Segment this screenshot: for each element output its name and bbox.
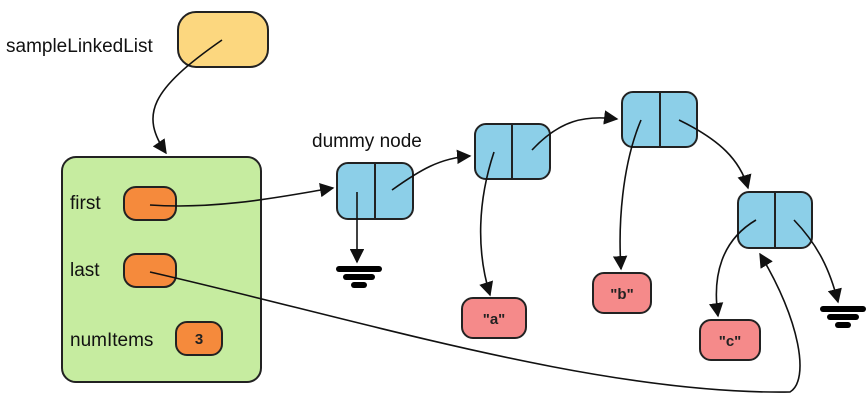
last-pointer-arrow (149, 252, 801, 393)
value-c-box (699, 319, 761, 361)
dummy-node-label: dummy node (312, 131, 422, 152)
node-b-next-arrow (678, 119, 752, 190)
value-b-box (592, 272, 652, 314)
node-a-data-arrow (479, 151, 495, 297)
variable-name-label: sampleLinkedList (6, 36, 154, 57)
node-c-next-arrow (793, 219, 842, 304)
node-b (621, 91, 698, 148)
dummy-next-arrow (391, 149, 472, 191)
node-a-next-arrow (531, 110, 619, 151)
first-field-box (123, 186, 177, 221)
null-ground-icon (336, 266, 382, 288)
num-items-field-box (175, 321, 223, 356)
last-field-box (123, 253, 177, 288)
node-a (474, 123, 551, 180)
node-b-data-arrow (612, 119, 642, 271)
null-ground-icon (820, 306, 866, 328)
num-items-value: 3 (195, 331, 203, 348)
variable-reference-box (177, 11, 269, 68)
first-field-label: first (70, 193, 101, 214)
node-c (737, 191, 813, 249)
last-field-label: last (70, 260, 100, 281)
value-c-label: "c" (719, 333, 742, 350)
first-pointer-arrow (149, 182, 335, 207)
value-b-label: "b" (610, 286, 633, 303)
value-a-label: "a" (483, 311, 506, 328)
variable-pointer-arrow (152, 39, 223, 155)
pointer-arrows (149, 39, 842, 393)
value-a-box (461, 297, 527, 339)
node-c-data-arrow (709, 219, 757, 318)
num-items-field-label: numItems (70, 330, 153, 351)
dummy-node (336, 162, 414, 220)
